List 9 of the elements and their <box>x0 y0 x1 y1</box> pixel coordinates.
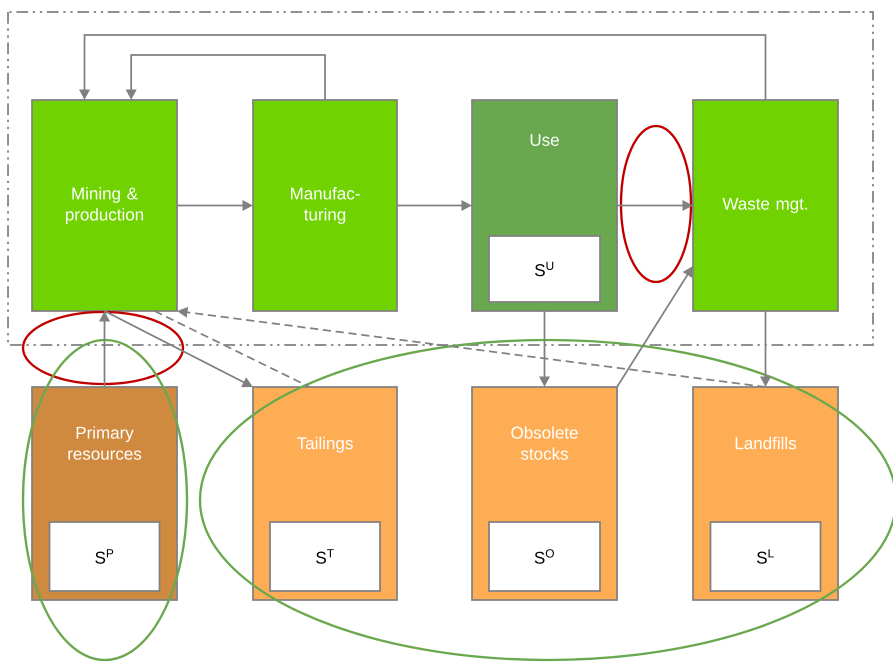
stock-label-box: S$^{T}$ <box>269 521 381 592</box>
dashed-line <box>154 310 310 388</box>
process-box: Waste mgt. <box>692 99 839 312</box>
stock-label-box: S$^{O}$ <box>488 521 601 592</box>
stock-label-box: S$^{U}$ <box>488 235 601 303</box>
stock-label-box: S$^{L}$ <box>710 521 822 592</box>
process-box: Mining & production <box>31 99 178 312</box>
process-box: Manufac- turing <box>252 99 398 312</box>
stock-label-box: S$^{P}$ <box>48 521 160 592</box>
